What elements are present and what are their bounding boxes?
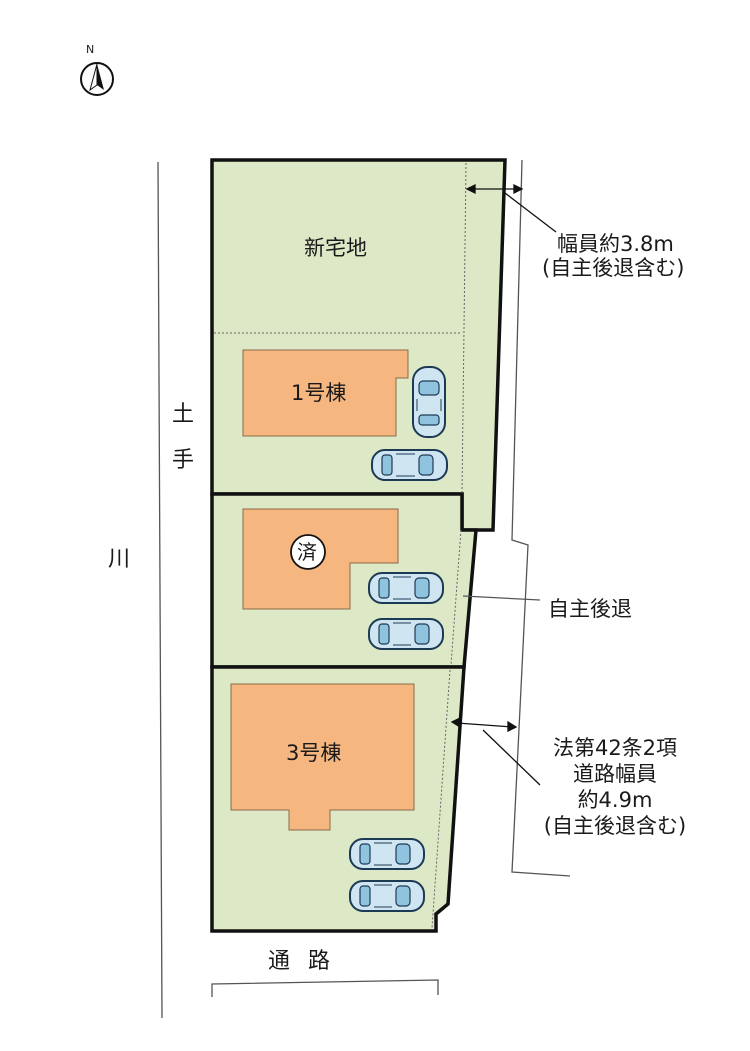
car-icon	[368, 618, 444, 650]
lot-north	[210, 158, 507, 532]
north-road-dimension-arrow	[465, 183, 557, 233]
river-bank-line	[157, 161, 163, 1019]
embankment-char-2: 手	[172, 448, 195, 473]
sold-badge-text: 済	[297, 540, 317, 564]
building-1-label: 1号棟	[291, 381, 347, 405]
east-road-line-4: (自主後退含む)	[543, 814, 687, 838]
car-icon	[412, 366, 446, 438]
building-1-footprint	[242, 349, 409, 437]
east-road-line-2: 道路幅員	[573, 762, 657, 786]
car-icon	[371, 449, 448, 481]
building-3-footprint	[230, 683, 415, 831]
setback-line-middle	[450, 529, 462, 666]
bottom-road-edge	[211, 979, 439, 997]
road-edge-line	[511, 159, 571, 877]
north-arrow-icon	[80, 62, 114, 96]
east-road-dimension-arrow	[450, 716, 541, 786]
sold-badge-circle	[290, 534, 326, 570]
north-label: N	[86, 43, 95, 56]
north-road-width-line-2: (自主後退含む)	[542, 256, 685, 280]
river-label: 川	[108, 547, 131, 572]
car-icon	[349, 880, 425, 912]
car-icon	[349, 838, 425, 870]
bottom-road-char-2: 路	[308, 949, 331, 974]
building-3-label: 3号棟	[286, 741, 342, 765]
east-road-line-3: 約4.9m	[577, 788, 653, 812]
bottom-road-char-1: 通	[268, 949, 291, 974]
new-lot-label: 新宅地	[304, 236, 367, 260]
setback-leader-line	[462, 595, 541, 601]
embankment-char-1: 土	[172, 402, 195, 427]
north-road-width-line-1: 幅員約3.8m	[557, 232, 674, 256]
setback-line-north	[461, 162, 467, 495]
setback-label: 自主後退	[548, 597, 632, 621]
parking-cars	[349, 366, 448, 912]
car-icon	[368, 572, 444, 604]
east-road-line-1: 法第42条2項	[552, 736, 678, 760]
setback-line-south	[431, 669, 451, 929]
